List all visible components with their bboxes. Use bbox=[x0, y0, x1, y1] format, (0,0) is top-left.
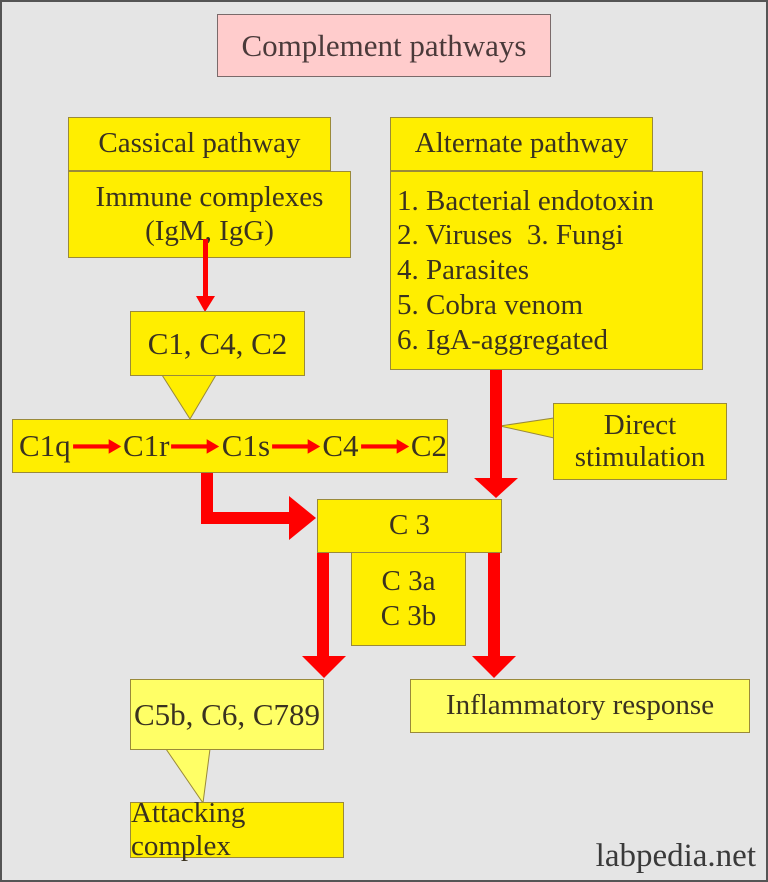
cascade-arrow-icon bbox=[272, 438, 321, 454]
early-components-label: C1, C4, C2 bbox=[147, 325, 288, 361]
alternate-trigger-2: 2. Viruses 3. Fungi bbox=[397, 219, 624, 252]
inflammatory-response-box: Inflammatory response bbox=[410, 679, 750, 733]
cascade-arrow-icon bbox=[72, 438, 121, 454]
late-components-label: C5b, C6, C789 bbox=[133, 696, 321, 732]
callout-pointer-late-components bbox=[165, 748, 211, 805]
alternate-trigger-3: 4. Parasites bbox=[397, 254, 530, 287]
cascade-chain-box: C1q C1r C1s C4 C2 bbox=[12, 419, 448, 473]
alternate-pathway-header: Alternate pathway bbox=[390, 117, 653, 171]
arrow-c3-to-inflammatory bbox=[472, 552, 516, 678]
attacking-complex-label: Attacking complex bbox=[131, 796, 246, 862]
early-components-callout: C1, C4, C2 bbox=[130, 311, 305, 376]
immune-complexes-line-1: Immune complexes bbox=[95, 181, 324, 214]
cascade-step-c1r: C1r bbox=[122, 428, 170, 464]
alternate-trigger-4: 5. Cobra venom bbox=[397, 288, 584, 321]
direct-stimulation-line-2: stimulation bbox=[574, 440, 706, 473]
c3-fragments-box: C 3a C 3b bbox=[351, 552, 466, 646]
alternate-trigger-1: 1. Bacterial endotoxin bbox=[397, 184, 654, 217]
cascade-step-c1s: C1s bbox=[221, 428, 271, 464]
late-components-callout: C5b, C6, C789 bbox=[130, 679, 324, 750]
c3a-label: C 3a bbox=[381, 565, 436, 598]
cascade-step-c1q: C1q bbox=[19, 428, 71, 464]
c3-label: C 3 bbox=[388, 509, 431, 542]
callout-pointer-direct-stimulation bbox=[499, 417, 555, 439]
alternate-trigger-5: 6. IgA-aggregated bbox=[397, 323, 608, 356]
c3b-label: C 3b bbox=[380, 600, 437, 632]
cascade-arrow-icon bbox=[171, 438, 220, 454]
arrow-cascade-to-c3 bbox=[201, 472, 316, 540]
direct-stimulation-line-1: Direct bbox=[603, 408, 677, 441]
cascade-step-c2: C2 bbox=[410, 428, 447, 464]
attacking-complex-box: Attacking complex bbox=[130, 797, 344, 862]
alternate-pathway-label: Alternate pathway bbox=[414, 127, 629, 160]
cascade-step-c4: C4 bbox=[322, 428, 359, 464]
alternate-triggers-box: 1. Bacterial endotoxin 2. Viruses 3. Fun… bbox=[390, 171, 703, 370]
immune-complexes-line-2: (IgM, IgG) bbox=[145, 214, 274, 247]
page-title: Complement pathways bbox=[241, 27, 527, 63]
direct-stimulation-callout: Direct stimulation bbox=[553, 403, 727, 480]
classical-pathway-header: Cassical pathway bbox=[68, 117, 331, 171]
watermark: labpedia.net bbox=[595, 838, 756, 874]
classical-pathway-label: Cassical pathway bbox=[98, 127, 301, 160]
arrow-alternate-to-c3 bbox=[474, 370, 518, 498]
title-box: Complement pathways bbox=[217, 14, 551, 77]
c3-box: C 3 bbox=[317, 499, 502, 553]
immune-complexes-box: Immune complexes (IgM, IgG) bbox=[68, 171, 351, 258]
arrow-immune-to-early bbox=[196, 240, 215, 312]
inflammatory-response-label: Inflammatory response bbox=[445, 689, 715, 722]
callout-pointer-early-components bbox=[161, 374, 217, 420]
arrow-c3-to-late-components bbox=[302, 552, 346, 678]
cascade-arrow-icon bbox=[360, 438, 409, 454]
